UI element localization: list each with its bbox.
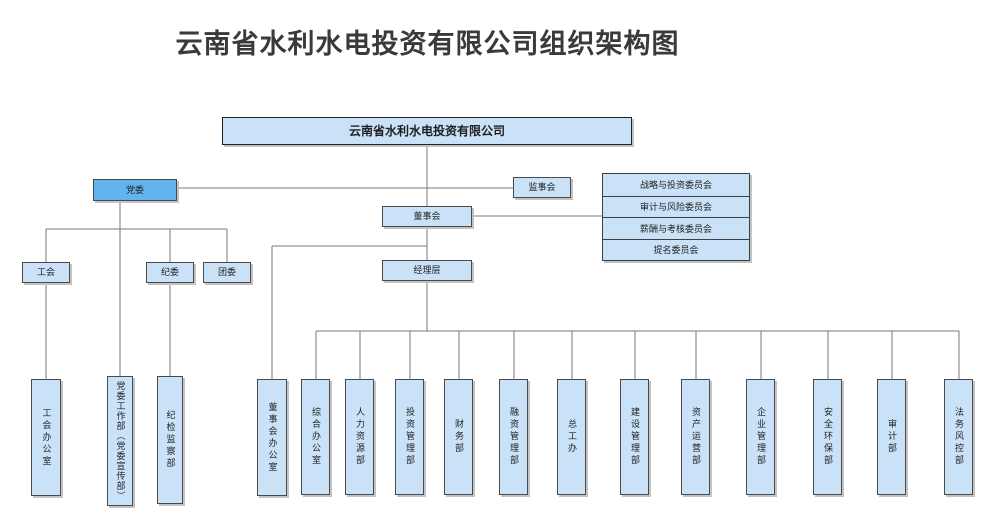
org-node-investment-management: 投资管理部 — [395, 379, 424, 495]
org-node-company: 云南省水利水电投资有限公司 — [222, 117, 632, 145]
org-node-finance-department: 财务部 — [444, 379, 473, 495]
org-node-asset-operation: 资产运营部 — [681, 379, 710, 495]
org-node-board-of-directors: 董事会 — [382, 206, 472, 227]
org-node-chief-engineer-office: 总工办 — [557, 379, 586, 495]
board-committees-stack: 战略与投资委员会 审计与风险委员会 薪酬与考核委员会 提名委员会 — [602, 173, 750, 261]
org-node-party-work-department: 党委工作部（党委宣传部） — [107, 376, 133, 506]
org-node-youth-league-committee: 团委 — [203, 262, 251, 283]
org-node-audit-risk-committee: 审计与风险委员会 — [603, 195, 749, 218]
org-node-financing-management: 融资管理部 — [499, 379, 528, 495]
org-node-enterprise-management: 企业管理部 — [746, 379, 775, 495]
org-node-union-office: 工会办公室 — [31, 379, 61, 496]
org-node-audit-department: 审计部 — [877, 379, 906, 495]
org-node-supervisory-board: 监事会 — [513, 177, 571, 198]
org-node-party-committee: 党委 — [93, 179, 177, 201]
page-title: 云南省水利水电投资有限公司组织架构图 — [175, 29, 680, 59]
org-node-remuneration-appraisal-committee: 薪酬与考核委员会 — [603, 217, 749, 239]
org-node-strategy-investment-committee: 战略与投资委员会 — [639, 180, 712, 191]
org-node-discipline-committee: 纪委 — [146, 262, 194, 283]
org-node-legal-risk-control: 法务风控部 — [944, 379, 973, 495]
org-node-management-layer: 经理层 — [382, 260, 472, 281]
org-node-nomination-committee: 提名委员会 — [603, 238, 749, 261]
org-node-labor-union: 工会 — [22, 262, 70, 283]
org-node-safety-environment: 安全环保部 — [813, 379, 842, 495]
org-node-human-resources: 人力资源部 — [345, 379, 374, 495]
org-node-construction-management: 建设管理部 — [620, 379, 649, 495]
org-node-general-office: 综合办公室 — [301, 379, 330, 495]
org-node-discipline-inspection-department: 纪检监察部 — [157, 376, 183, 504]
org-node-board-office: 董事会办公室 — [257, 379, 287, 496]
